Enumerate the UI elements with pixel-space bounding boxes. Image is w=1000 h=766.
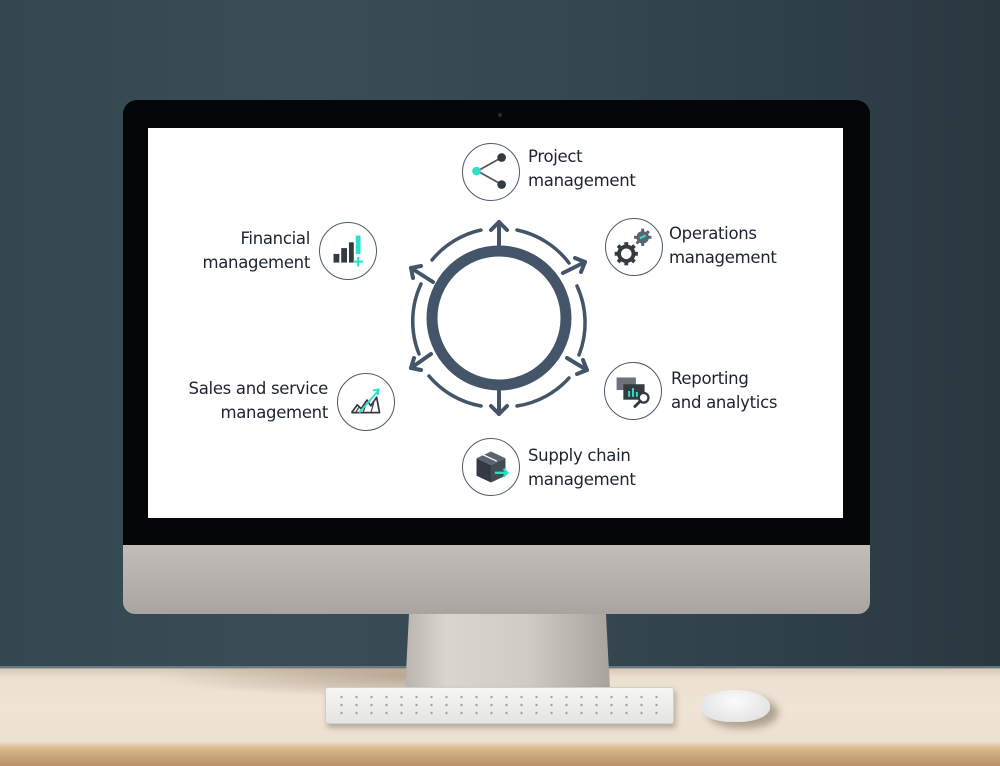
- camera-icon: [498, 113, 502, 117]
- keyboard-keys: [334, 693, 665, 718]
- cycle-ring-icon: [409, 220, 589, 416]
- keyboard[interactable]: [325, 687, 674, 724]
- gears-icon: [605, 218, 663, 276]
- trend-chart-icon: [337, 373, 395, 431]
- mouse[interactable]: [700, 690, 770, 722]
- bar-chart-plus-icon: [319, 222, 377, 280]
- box-arrow-icon: [462, 438, 520, 496]
- monitor-stand: [405, 612, 610, 692]
- monitor-chin: [123, 545, 870, 614]
- share-network-icon: [462, 143, 520, 201]
- report-search-icon: [604, 362, 662, 420]
